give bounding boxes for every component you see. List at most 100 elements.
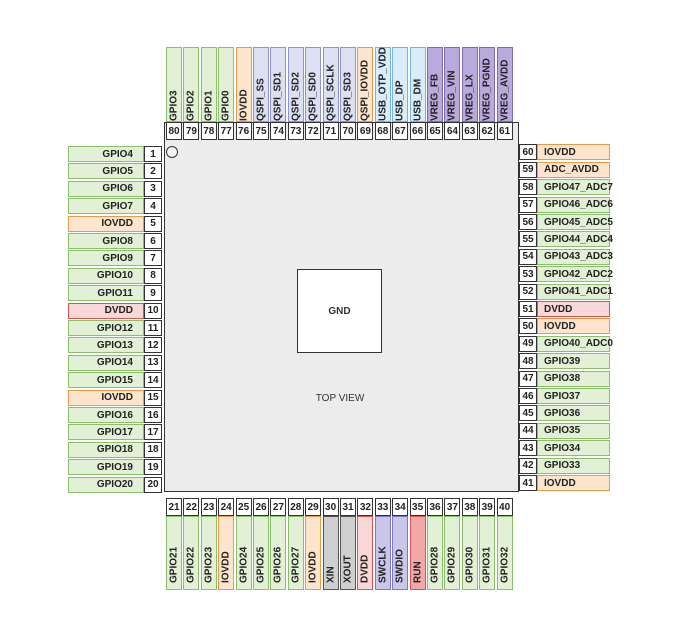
pin-number: 56	[519, 214, 537, 230]
pin-number: 23	[200, 498, 217, 516]
pin-label: VREG_AVDD	[496, 47, 513, 122]
pin-label: GPIO17	[68, 424, 144, 441]
pin-label: GPIO33	[537, 457, 610, 474]
pin-label: QSPI_SD1	[270, 47, 287, 122]
pin-number: 26	[253, 498, 269, 516]
pin-label: DVDD	[68, 302, 144, 319]
pin-label: GPIO47_ADC7	[537, 179, 613, 196]
pin-number: 72	[305, 122, 322, 140]
pin-label: SWCLK	[374, 516, 391, 590]
ground-pad-label: GND	[328, 305, 351, 317]
pin-label: GPIO26	[270, 516, 287, 590]
pin-label: GPIO38	[537, 370, 610, 387]
pin-label: USB_DM	[409, 47, 426, 122]
pin-label: SWDIO	[392, 516, 409, 590]
pin-label: GPIO25	[253, 516, 269, 590]
pin-label: GPIO32	[496, 516, 513, 590]
pin-number: 13	[144, 354, 162, 371]
pin-label: GPIO9	[68, 250, 144, 267]
pin-number: 68	[374, 122, 391, 140]
pin-number: 59	[519, 161, 537, 178]
pin-number: 2	[144, 163, 162, 180]
pin-label: GPIO24	[235, 516, 252, 590]
pin-number: 15	[144, 389, 162, 406]
pin-number: 29	[305, 498, 322, 516]
pin-label: GPIO30	[461, 516, 478, 590]
pin-number: 63	[461, 122, 478, 140]
pin-number: 39	[479, 498, 496, 516]
pin-number: 50	[519, 318, 537, 335]
pin-number: 60	[519, 144, 537, 161]
pin-number: 30	[322, 498, 339, 516]
pin-label: IOVDD	[68, 389, 144, 406]
pin-number: 61	[496, 122, 513, 140]
pin-number: 38	[461, 498, 478, 516]
pin-number: 78	[200, 122, 217, 140]
pin-label: QSPI_SD2	[287, 47, 304, 122]
pin-label: GPIO36	[537, 405, 610, 422]
pin-label: GPIO0	[218, 47, 235, 122]
pin-number: 69	[357, 122, 374, 140]
pin-label: GPIO23	[200, 516, 217, 590]
pin-label: GPIO28	[427, 516, 443, 590]
pin-label: GPIO5	[68, 163, 144, 180]
pin-number: 22	[183, 498, 200, 516]
pin-number: 4	[144, 198, 162, 215]
pin-number: 42	[519, 457, 537, 474]
pin-label: GPIO4	[68, 146, 144, 162]
pin-label: GPIO1	[200, 47, 217, 122]
pin-label: GPIO13	[68, 337, 144, 354]
pin-number: 66	[409, 122, 426, 140]
pin-label: GPIO37	[537, 388, 610, 404]
pin-number: 11	[144, 320, 162, 336]
pin-label: VREG_PGND	[479, 47, 496, 122]
pin-label: GPIO41_ADC1	[537, 283, 613, 300]
pin-label: QSPI_SD0	[305, 47, 322, 122]
pin-label: GPIO14	[68, 354, 144, 371]
pin-number: 18	[144, 441, 162, 458]
pin-label: GPIO46_ADC6	[537, 196, 613, 213]
pin-label: GPIO40_ADC0	[537, 335, 613, 352]
pin-label: GPIO15	[68, 372, 144, 389]
pin-label: GPIO29	[444, 516, 461, 590]
pin-number: 1	[144, 146, 162, 162]
pin-number: 71	[322, 122, 339, 140]
pin-label: GPIO45_ADC5	[537, 214, 613, 230]
pin-label: QSPI_SD3	[340, 47, 356, 122]
pin-number: 37	[444, 498, 461, 516]
pin-label: VREG_VIN	[444, 47, 461, 122]
pin-label: XIN	[322, 516, 339, 590]
pin-number: 45	[519, 405, 537, 422]
pin-number: 3	[144, 180, 162, 197]
pin-number: 41	[519, 475, 537, 491]
pin-label: XOUT	[340, 516, 356, 590]
pin-number: 16	[144, 407, 162, 423]
pin-label: GPIO16	[68, 407, 144, 423]
pin-label: GPIO12	[68, 320, 144, 336]
pin-number: 28	[287, 498, 304, 516]
pin-label: IOVDD	[305, 516, 322, 590]
pin-number: 48	[519, 353, 537, 370]
pin-number: 7	[144, 250, 162, 267]
pin-label: ADC_AVDD	[537, 161, 610, 178]
pin-number: 32	[357, 498, 374, 516]
pin-label: GPIO34	[537, 440, 610, 457]
pin-number: 58	[519, 179, 537, 196]
pin-label: GPIO8	[68, 233, 144, 249]
pin-number: 54	[519, 248, 537, 265]
pin-label: IOVDD	[537, 318, 610, 335]
pin-label: DVDD	[537, 301, 610, 317]
pin-number: 53	[519, 266, 537, 283]
pin-number: 62	[479, 122, 496, 140]
pin-number: 44	[519, 422, 537, 439]
ground-pad: GND	[297, 269, 382, 353]
pin-label: GPIO42_ADC2	[537, 266, 613, 283]
pin-label: IOVDD	[235, 47, 252, 122]
pin-label: USB_OTP_VDD	[374, 47, 391, 122]
pin-number: 31	[340, 498, 356, 516]
pin-number: 12	[144, 337, 162, 354]
pin-number: 25	[235, 498, 252, 516]
pin-label: GPIO44_ADC4	[537, 231, 613, 248]
pin-number: 17	[144, 424, 162, 441]
pin-number: 57	[519, 196, 537, 213]
